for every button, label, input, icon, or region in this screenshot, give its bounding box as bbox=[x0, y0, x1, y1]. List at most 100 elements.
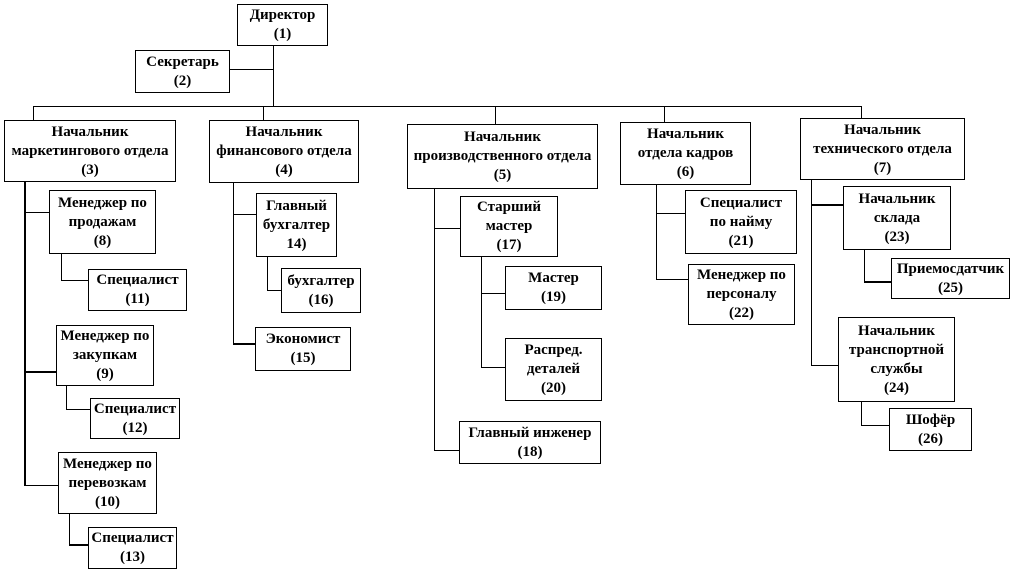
node-number: (25) bbox=[938, 279, 963, 296]
connector bbox=[656, 185, 657, 280]
connector bbox=[61, 254, 62, 281]
node-number: (11) bbox=[125, 291, 150, 307]
connector bbox=[66, 409, 90, 410]
node-number: (12) bbox=[122, 419, 148, 436]
connector bbox=[263, 106, 264, 120]
node-label-line: Начальник bbox=[858, 190, 936, 207]
connector bbox=[61, 280, 88, 281]
connector bbox=[434, 450, 459, 451]
connector bbox=[33, 106, 862, 107]
connector bbox=[69, 514, 70, 545]
connector bbox=[656, 279, 688, 280]
node-foreman: Мастер (19) bbox=[505, 266, 602, 310]
connector bbox=[811, 365, 838, 366]
node-label-line: маркетингового отдела bbox=[11, 142, 169, 159]
node-number: (26) bbox=[918, 430, 943, 447]
connector bbox=[233, 183, 234, 344]
connector bbox=[69, 544, 88, 546]
connector bbox=[495, 106, 496, 124]
node-label-line: склада bbox=[873, 209, 921, 226]
node-number: (10) bbox=[95, 493, 120, 510]
node-number: (17) bbox=[496, 237, 522, 253]
node-secretary: Секретарь(2) bbox=[135, 50, 230, 93]
node-label-line: деталей bbox=[526, 361, 581, 377]
connector bbox=[664, 106, 665, 122]
connector bbox=[481, 293, 505, 294]
connector bbox=[25, 371, 56, 373]
connector bbox=[33, 106, 34, 120]
connector bbox=[434, 189, 435, 451]
connector bbox=[66, 386, 67, 410]
node-label-line: Начальник bbox=[51, 123, 129, 140]
connector bbox=[25, 212, 49, 213]
node-label-line: Менеджер по bbox=[58, 194, 147, 211]
node-number: (2) bbox=[173, 72, 192, 89]
connector bbox=[861, 106, 862, 118]
node-number: (24) bbox=[884, 379, 909, 396]
node-label-line: бухгалтер bbox=[287, 272, 355, 289]
node-number: (13) bbox=[120, 549, 145, 565]
connector bbox=[24, 182, 26, 486]
node-label-line: Распред. bbox=[524, 342, 583, 358]
connector bbox=[25, 485, 58, 486]
node-parts-distributor: Распред. деталей (20) bbox=[505, 338, 602, 401]
node-warehouse-head: Начальник склада (23) bbox=[843, 186, 951, 250]
node-number: (23) bbox=[884, 228, 910, 245]
node-number: (3) bbox=[81, 161, 99, 178]
node-specialist-12: Специалист(12) bbox=[90, 398, 180, 439]
connector bbox=[233, 214, 256, 215]
node-number: (18) bbox=[517, 443, 543, 460]
node-number: (5) bbox=[493, 167, 512, 183]
node-label-line: Специалист bbox=[91, 530, 174, 546]
connector bbox=[812, 204, 843, 206]
node-label-line: мастер bbox=[485, 218, 533, 234]
node-label-line: технического отдела bbox=[813, 140, 952, 157]
connector bbox=[861, 402, 862, 426]
node-label-line: по найму bbox=[709, 213, 773, 230]
connector bbox=[811, 180, 812, 366]
node-number: (16) bbox=[308, 291, 334, 308]
node-number: (7) bbox=[873, 159, 892, 176]
node-number: (22) bbox=[729, 305, 754, 321]
node-number: (20) bbox=[541, 380, 566, 396]
node-label-line: бухгалтер bbox=[262, 216, 331, 233]
node-label-line: закупкам bbox=[72, 347, 138, 363]
connector bbox=[273, 46, 274, 106]
node-label-line: отдела кадров bbox=[637, 145, 734, 161]
connector bbox=[481, 257, 482, 368]
node-chief-engineer: Главный инженер(18) bbox=[459, 421, 601, 464]
node-label-line: Начальник bbox=[647, 126, 724, 142]
node-accountant: бухгалтер (16) bbox=[281, 268, 361, 313]
node-label-line: Мастер bbox=[528, 270, 579, 286]
connector bbox=[233, 343, 255, 345]
node-label-line: Начальник bbox=[245, 124, 323, 140]
node-label-line: Начальник bbox=[858, 322, 935, 339]
node-label-line: производственного отдела bbox=[413, 148, 592, 164]
node-number: (4) bbox=[275, 162, 293, 178]
node-number: 14) bbox=[286, 235, 307, 252]
node-label-line: Менеджер по bbox=[697, 267, 786, 283]
node-number: (19) bbox=[541, 289, 566, 305]
node-label-line: продажам bbox=[68, 213, 137, 230]
connector bbox=[864, 250, 865, 282]
connector bbox=[656, 213, 685, 214]
connector bbox=[481, 367, 505, 368]
node-label-line: Шофёр bbox=[905, 411, 956, 428]
node-label-line: Старший bbox=[477, 199, 541, 215]
node-number: (8) bbox=[93, 232, 112, 249]
node-number: (1) bbox=[273, 26, 292, 42]
connector bbox=[267, 290, 281, 291]
node-label-line: Специалист bbox=[96, 272, 179, 288]
node-label-line: транспортной bbox=[848, 341, 945, 358]
node-number: (15) bbox=[290, 350, 316, 366]
node-economist: Экономист(15) bbox=[255, 327, 351, 371]
node-label-line: персоналу bbox=[706, 286, 777, 302]
